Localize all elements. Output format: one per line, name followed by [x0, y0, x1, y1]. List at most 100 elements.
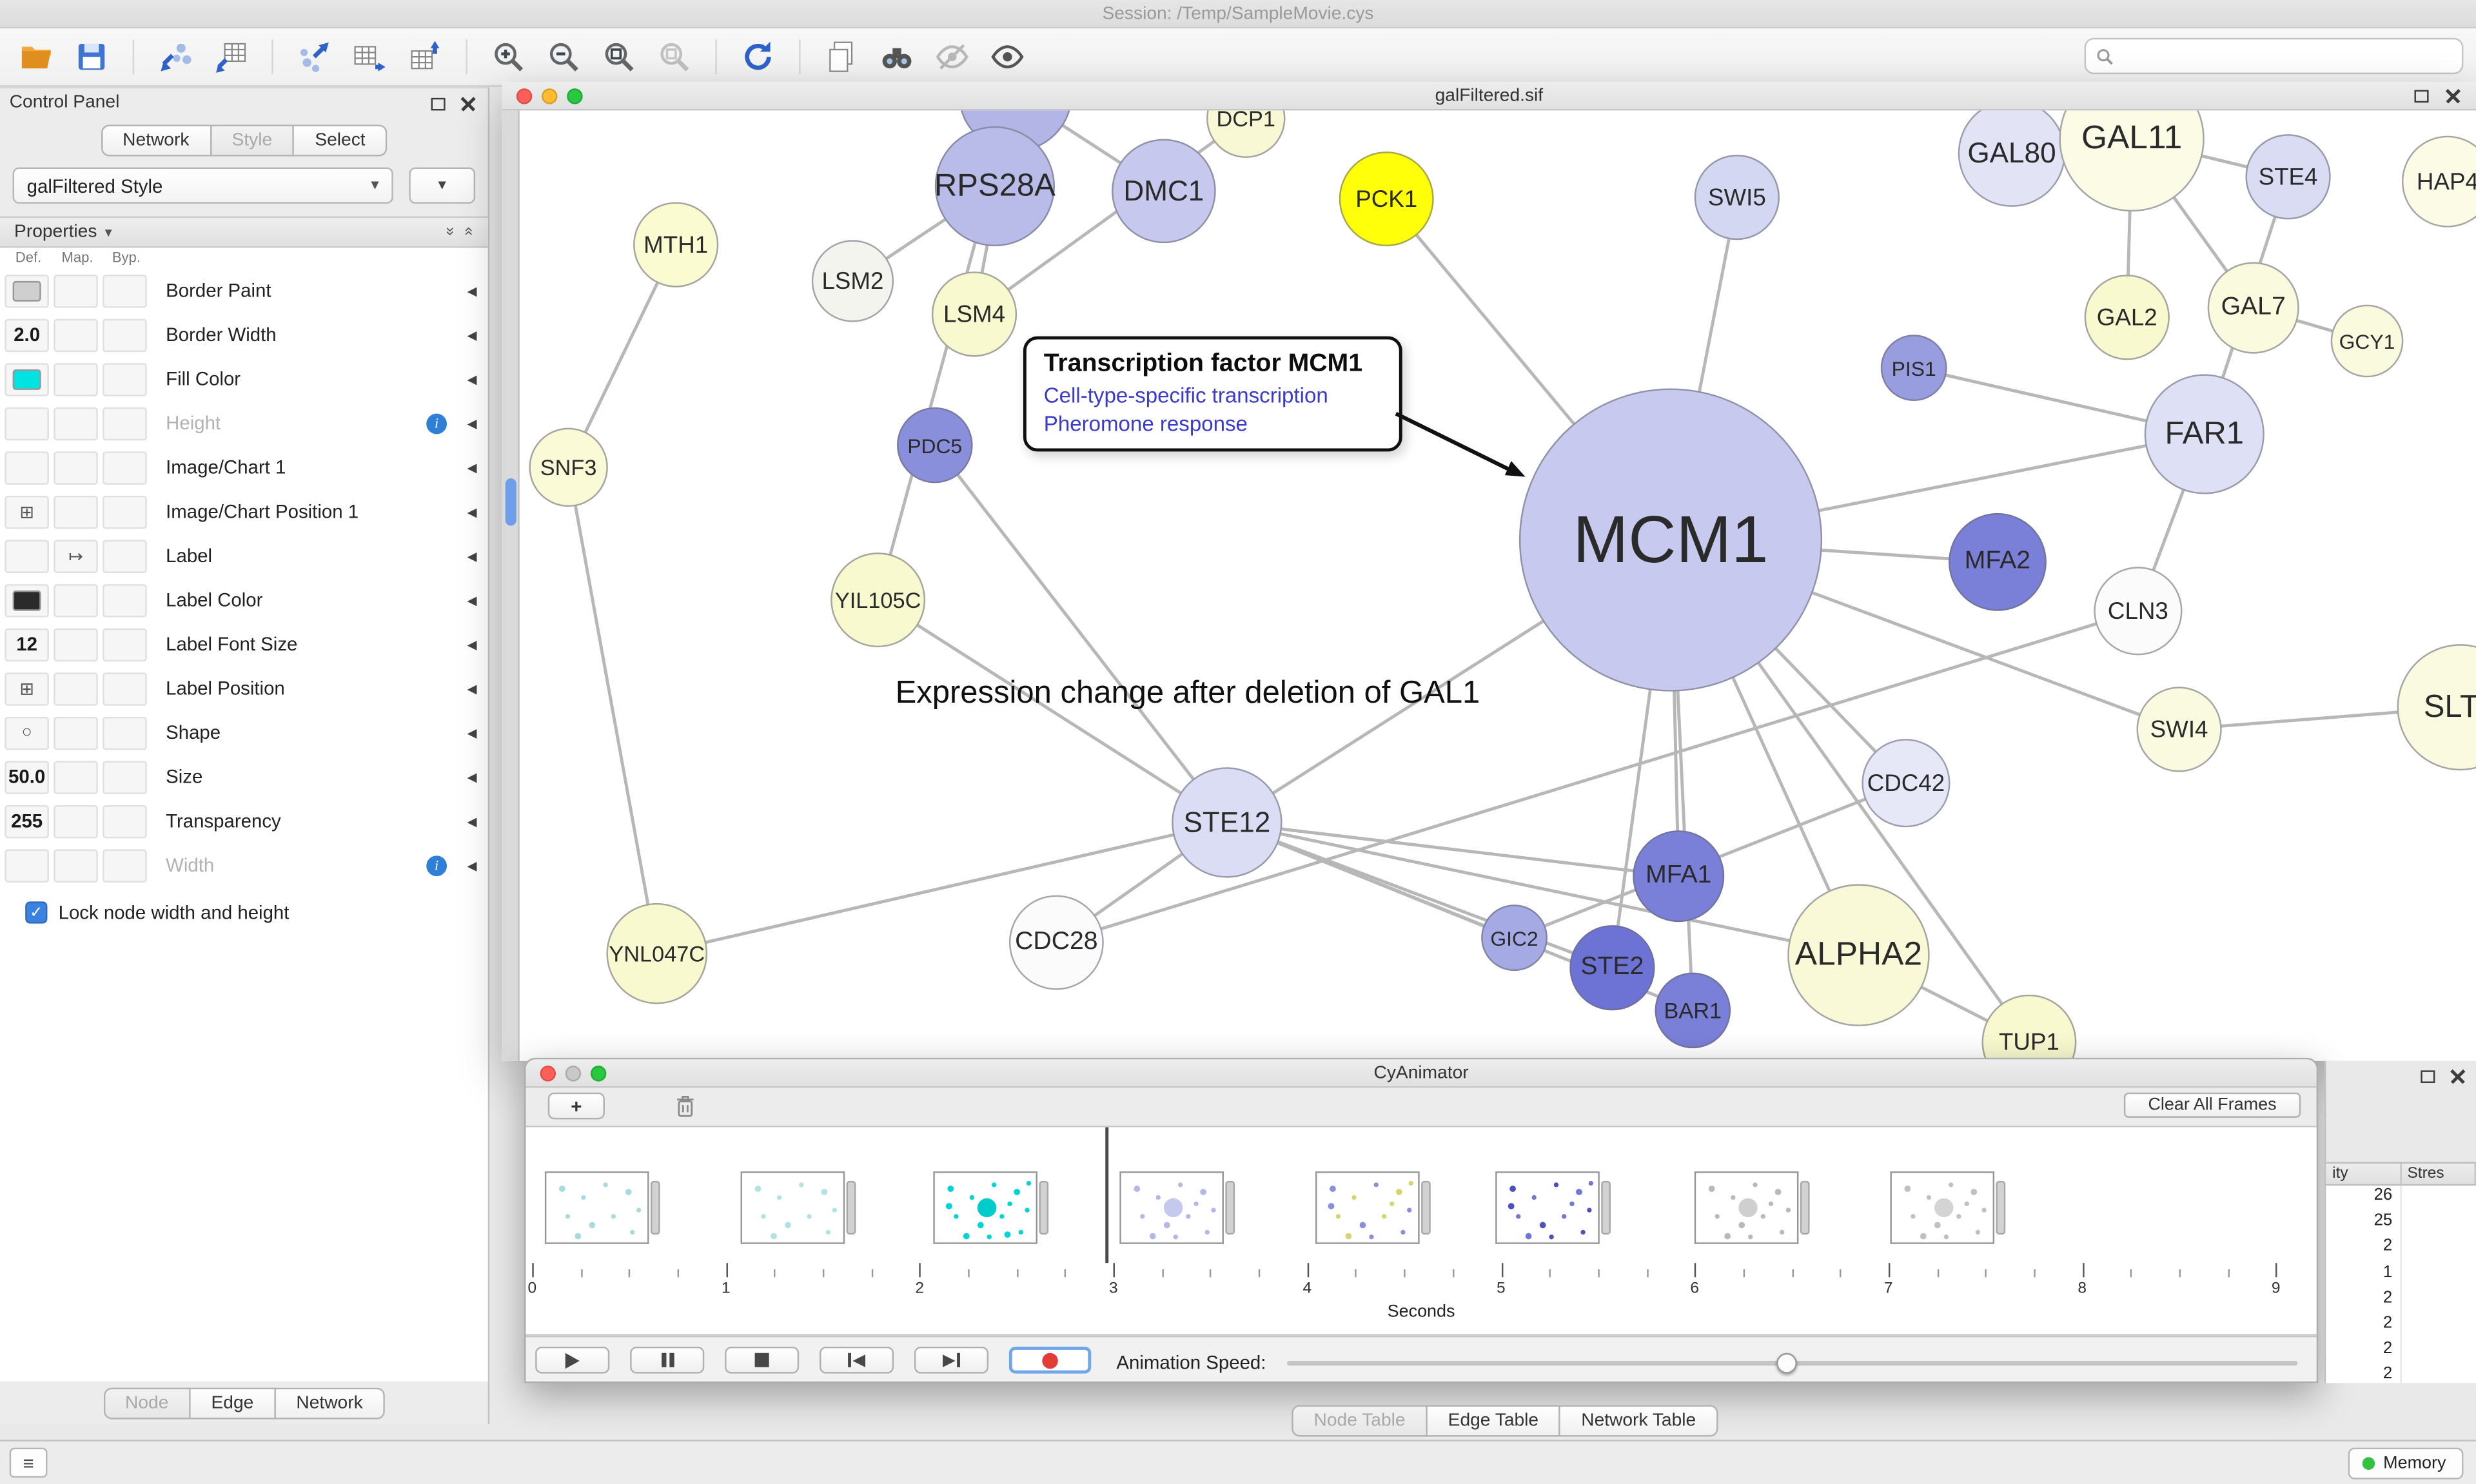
mapping-cell[interactable]: ⊞: [5, 672, 49, 705]
mapping-cell[interactable]: [54, 273, 98, 308]
column-header[interactable]: ity: [2326, 1163, 2401, 1184]
network-node-mth1[interactable]: MTH1: [633, 202, 719, 288]
record-button[interactable]: [1008, 1346, 1092, 1374]
mapping-cell[interactable]: [54, 804, 98, 838]
result-row[interactable]: 26: [2326, 1186, 2476, 1211]
network-node-yil105c[interactable]: YIL105C: [830, 552, 926, 648]
result-row[interactable]: 1: [2326, 1262, 2476, 1288]
expand-all-icon[interactable]: «: [460, 226, 478, 236]
frame-grip[interactable]: [1039, 1180, 1049, 1235]
info-icon[interactable]: i: [426, 855, 447, 875]
mapping-cell[interactable]: [103, 627, 147, 661]
frame-thumbnail-3[interactable]: [933, 1171, 1049, 1244]
network-node-ste2[interactable]: STE2: [1569, 925, 1655, 1011]
network-node-ynl047c[interactable]: YNL047C: [606, 903, 708, 1004]
network-node-rps28a[interactable]: RPS28A: [934, 126, 1056, 247]
result-row[interactable]: 2: [2326, 1313, 2476, 1340]
tab-network[interactable]: Network: [100, 124, 211, 157]
mapping-cell[interactable]: ↦: [54, 539, 98, 572]
first-frame-button[interactable]: [820, 1346, 894, 1374]
minimize-window-icon[interactable]: [565, 1066, 582, 1082]
mapping-cell[interactable]: 2.0: [5, 318, 49, 351]
network-node-ste4[interactable]: STE4: [2245, 134, 2331, 220]
mapping-cell[interactable]: [103, 362, 147, 396]
expand-row-icon[interactable]: ◀: [467, 725, 477, 740]
network-node-gal2[interactable]: GAL2: [2084, 275, 2170, 360]
color-swatch[interactable]: [12, 280, 41, 301]
zoom-out-icon[interactable]: [543, 36, 584, 77]
results-table-header[interactable]: ity Stres: [2326, 1162, 2476, 1186]
mapping-cell[interactable]: [5, 451, 49, 484]
mapping-cell[interactable]: [5, 848, 49, 882]
network-edge-ste12-ynl047c[interactable]: [656, 821, 1228, 955]
network-node-pck1[interactable]: PCK1: [1339, 151, 1434, 247]
mapping-cell[interactable]: [103, 760, 147, 794]
frame-thumbnail-4[interactable]: [1119, 1171, 1235, 1244]
network-node-cdc42[interactable]: CDC42: [1862, 739, 1950, 828]
memory-button[interactable]: Memory: [2348, 1447, 2464, 1479]
mapping-cell[interactable]: 12: [5, 627, 49, 661]
zoom-window-icon[interactable]: [567, 88, 583, 104]
save-session-icon[interactable]: [71, 36, 112, 77]
zoom-window-icon[interactable]: [590, 1066, 607, 1082]
network-edge-cdc28-cln3[interactable]: [1056, 609, 2139, 944]
tab-node-table[interactable]: Node Table: [1292, 1405, 1428, 1437]
property-row-fill-color[interactable]: Fill Color◀: [0, 356, 488, 401]
clear-all-frames-button[interactable]: Clear All Frames: [2123, 1092, 2301, 1118]
show-all-icon[interactable]: [987, 36, 1028, 77]
mapping-cell[interactable]: [103, 583, 147, 617]
frame-thumbnail-1[interactable]: [544, 1171, 660, 1244]
frame-grip[interactable]: [1996, 1180, 2006, 1235]
network-edge-dcp1-lsm4[interactable]: [973, 117, 1247, 316]
zoom-fit-icon[interactable]: [598, 36, 640, 77]
mapping-cell[interactable]: [54, 672, 98, 705]
expand-row-icon[interactable]: ◀: [467, 327, 477, 342]
network-node-snf3[interactable]: SNF3: [529, 427, 608, 507]
frame-grip[interactable]: [1800, 1180, 1810, 1235]
close-frame-icon[interactable]: [2444, 87, 2462, 104]
expand-row-icon[interactable]: ◀: [467, 504, 477, 519]
expand-row-icon[interactable]: ◀: [467, 549, 477, 563]
frame-grip[interactable]: [650, 1180, 660, 1235]
expand-row-icon[interactable]: ◀: [467, 592, 477, 607]
network-node-swi4[interactable]: SWI4: [2136, 687, 2222, 772]
import-network-icon[interactable]: [155, 36, 196, 77]
network-node-mfa1[interactable]: MFA1: [1633, 830, 1725, 923]
mapping-cell[interactable]: [103, 539, 147, 572]
search-input[interactable]: [2122, 44, 2453, 68]
delete-frame-button[interactable]: [662, 1093, 709, 1120]
network-node-hap4[interactable]: HAP4: [2401, 135, 2476, 228]
mapping-cell[interactable]: [54, 760, 98, 794]
playhead[interactable]: [1105, 1127, 1108, 1264]
divider-grip[interactable]: [505, 478, 516, 526]
expand-row-icon[interactable]: ◀: [467, 637, 477, 652]
expand-row-icon[interactable]: ◀: [467, 283, 477, 298]
stop-button[interactable]: [725, 1346, 800, 1374]
network-node-gic2[interactable]: GIC2: [1481, 904, 1548, 971]
result-row[interactable]: 2: [2326, 1364, 2476, 1383]
mapping-cell[interactable]: [103, 848, 147, 882]
tab-style[interactable]: Style: [211, 124, 295, 157]
frame-thumbnail-2[interactable]: [740, 1171, 856, 1244]
mapping-cell[interactable]: [103, 451, 147, 484]
mapping-cell[interactable]: [54, 627, 98, 661]
network-edge-pdc5-ste12[interactable]: [933, 444, 1228, 824]
last-frame-button[interactable]: [914, 1346, 989, 1374]
network-node-pdc5[interactable]: PDC5: [897, 407, 973, 483]
lock-size-checkbox[interactable]: ✓: [25, 901, 48, 924]
property-row-shape[interactable]: ○Shape◀: [0, 710, 488, 755]
export-table-icon[interactable]: [349, 36, 390, 77]
tab-edge-table[interactable]: Edge Table: [1427, 1405, 1561, 1437]
mapping-cell[interactable]: [5, 539, 49, 572]
properties-header[interactable]: Properties ▾ » «: [0, 217, 488, 248]
tab-node[interactable]: Node: [103, 1387, 191, 1420]
collapse-all-icon[interactable]: »: [440, 226, 458, 236]
expand-row-icon[interactable]: ◀: [467, 858, 477, 873]
mapping-cell[interactable]: ○: [5, 716, 49, 750]
network-node-mfa2[interactable]: MFA2: [1949, 513, 2047, 611]
mapping-cell[interactable]: [5, 362, 49, 396]
